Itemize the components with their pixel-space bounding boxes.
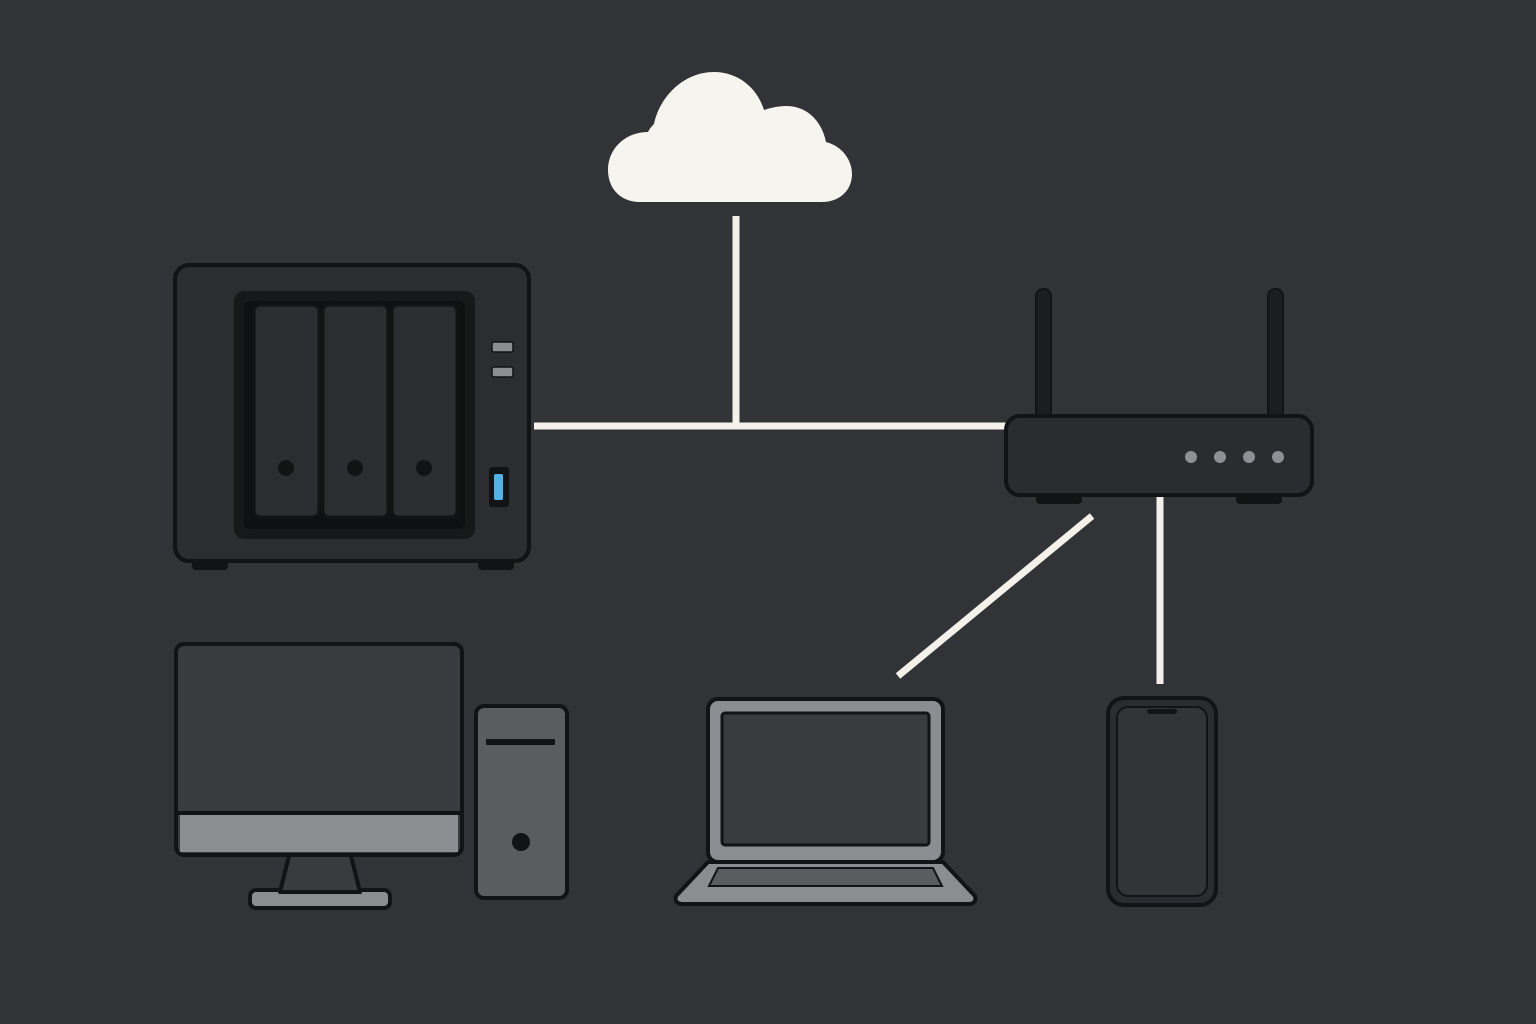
nas-indicator-light — [491, 341, 514, 353]
network-links — [534, 216, 1164, 684]
monitor-stand — [278, 850, 362, 894]
drive-bay-light — [347, 460, 363, 476]
drive-bay-light — [278, 460, 294, 476]
drive-bay — [252, 303, 321, 519]
drive-bay-light — [416, 460, 432, 476]
router-antenna-left — [1035, 288, 1052, 428]
tower-case — [474, 704, 569, 900]
drive-bay — [390, 303, 459, 519]
nas-indicator-light — [491, 366, 514, 378]
router-status-lights — [1185, 451, 1284, 463]
link-router-laptop — [895, 513, 1095, 679]
status-light — [1243, 451, 1255, 463]
router-body — [1004, 414, 1314, 497]
laptop-icon — [673, 697, 978, 906]
status-light — [1185, 451, 1197, 463]
status-light — [1214, 451, 1226, 463]
laptop-screen — [720, 711, 931, 847]
drive-bay — [321, 303, 390, 519]
phone-speaker — [1147, 709, 1177, 714]
laptop-keyboard — [707, 867, 944, 887]
router-antenna-right — [1267, 288, 1284, 428]
monitor-frame — [174, 642, 464, 857]
pc-tower-icon — [474, 704, 569, 900]
status-light — [1272, 451, 1284, 463]
monitor-chin — [180, 814, 458, 852]
tower-drive-slot — [486, 739, 555, 745]
cloud-icon — [608, 72, 852, 202]
desktop-computer-icon — [174, 642, 569, 910]
tower-power-button — [512, 833, 530, 851]
router-icon — [1004, 288, 1314, 504]
usb-port-light — [494, 474, 503, 500]
nas-icon — [173, 263, 531, 570]
phone-screen — [1116, 706, 1208, 897]
nas-drive-bays — [252, 303, 459, 519]
smartphone-icon — [1106, 696, 1218, 907]
monitor-icon — [174, 642, 464, 910]
